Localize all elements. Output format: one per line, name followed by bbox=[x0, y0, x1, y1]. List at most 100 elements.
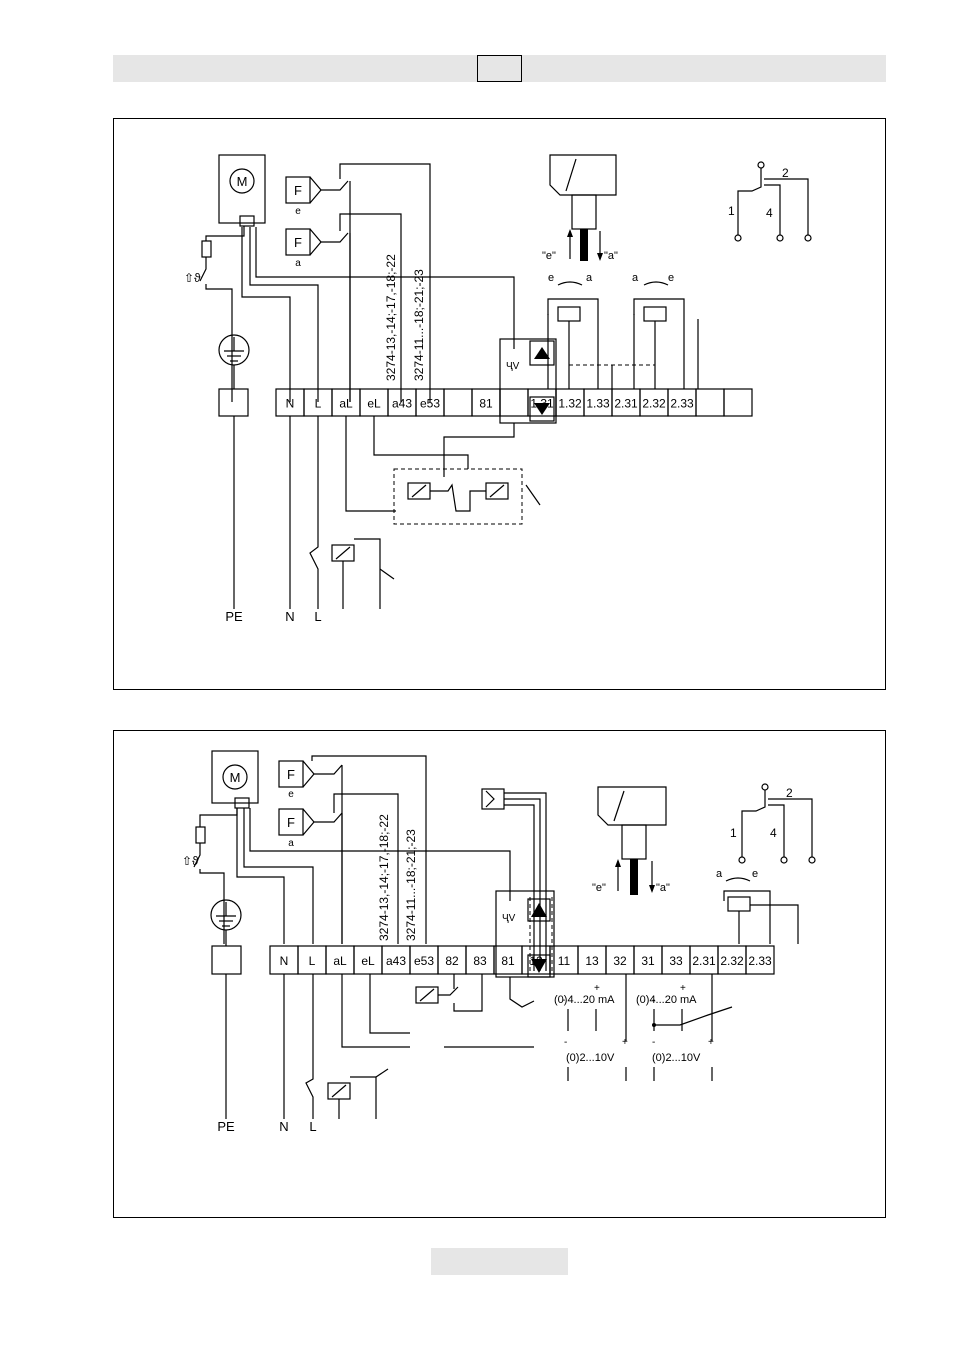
pot2-a-label: a bbox=[632, 272, 639, 284]
wire-81-down bbox=[443, 423, 515, 477]
terminal-label-4: a43 bbox=[386, 954, 406, 968]
contactor-wire bbox=[350, 1076, 377, 1119]
terminal-label-0: N bbox=[286, 397, 295, 411]
sensor-mark bbox=[485, 790, 495, 808]
wire-el-down bbox=[369, 974, 410, 1034]
relay-coil-2-mark bbox=[489, 484, 505, 498]
switch-term-4 bbox=[776, 234, 784, 242]
motor-terminal-box bbox=[234, 797, 250, 809]
terminal-label-11: 1.33 bbox=[586, 397, 610, 411]
control-module-81 bbox=[499, 338, 557, 424]
label-a-quote: "a" bbox=[604, 250, 618, 262]
potentiometer bbox=[727, 896, 751, 912]
actuator-line bbox=[565, 158, 577, 192]
terminal-label-5: e53 bbox=[420, 397, 440, 411]
pot1-frame bbox=[547, 298, 599, 389]
actuator-housing bbox=[549, 154, 617, 196]
wiring-diagram-2: M F e F a 3274-13,-14;-17,-18;-22 3274-1… bbox=[113, 730, 886, 1218]
terminal-label-7: 81 bbox=[479, 397, 493, 411]
label-e-quote: "e" bbox=[542, 250, 556, 262]
pot2-frame bbox=[633, 298, 685, 389]
limit-switch-a bbox=[278, 808, 304, 836]
pot2-arc bbox=[643, 281, 669, 286]
switch-wire-1 bbox=[737, 168, 762, 235]
sig-switch bbox=[654, 1006, 733, 1026]
terminal-label-1: L bbox=[315, 397, 322, 411]
limit-switch-e-label: F bbox=[287, 767, 295, 782]
relay-icon: ҶV bbox=[502, 913, 516, 924]
relay-icon: ҶV bbox=[506, 361, 520, 372]
wire-al-down bbox=[341, 974, 410, 1048]
bottom-label-n: N bbox=[285, 609, 294, 624]
thermal-resistor bbox=[195, 826, 206, 844]
switch-label-2: 2 bbox=[782, 166, 789, 180]
arrow-down-button bbox=[529, 396, 555, 422]
wire-e53 bbox=[311, 755, 427, 944]
relay-83-wire bbox=[453, 974, 483, 1012]
limit-switch-a-cam bbox=[302, 808, 315, 836]
switch-label-2: 2 bbox=[786, 786, 793, 800]
terminal-label-3: eL bbox=[361, 954, 375, 968]
bottom-label-l: L bbox=[314, 609, 321, 624]
switch-label-1: 1 bbox=[728, 204, 735, 218]
terminal-label-6: 82 bbox=[445, 954, 459, 968]
sign-plus-4: + bbox=[708, 1037, 714, 1048]
l-wire-down bbox=[309, 416, 319, 609]
bottom-label-pe: PE bbox=[217, 1119, 235, 1134]
terminal-label-15: 2.31 bbox=[692, 954, 716, 968]
terminal-label-3: eL bbox=[367, 397, 381, 411]
wire-n bbox=[236, 808, 285, 944]
terminal-label-13: 31 bbox=[641, 954, 655, 968]
terminal-label-14: 33 bbox=[669, 954, 683, 968]
switch-label-4: 4 bbox=[770, 826, 777, 840]
wire-l bbox=[243, 808, 314, 944]
contactor-contact bbox=[379, 568, 395, 580]
motor-icon bbox=[222, 764, 248, 790]
wire-81 bbox=[249, 808, 511, 901]
wire-81-down bbox=[509, 977, 535, 1008]
terminal-label-14: 2.33 bbox=[670, 397, 694, 411]
switch-wire-1 bbox=[741, 790, 766, 857]
switch-wire-2 bbox=[768, 798, 813, 857]
page-number-box bbox=[477, 55, 522, 82]
terminal-label-4: a43 bbox=[392, 397, 412, 411]
wire-n bbox=[241, 227, 291, 402]
relay-ext-contact bbox=[525, 484, 541, 506]
switch-label-1: 1 bbox=[730, 826, 737, 840]
limit-switch-a-cam bbox=[309, 228, 322, 256]
switch-knob-icon bbox=[757, 161, 765, 169]
relay-box bbox=[393, 468, 523, 525]
terminal-6 bbox=[443, 388, 473, 417]
thermal-icon: ⇧ϑ bbox=[184, 271, 201, 285]
terminal-16 bbox=[723, 388, 753, 417]
arrow-up-button bbox=[527, 898, 551, 922]
contactor-contact bbox=[375, 1068, 389, 1078]
variant-label-1: 3274-13,-14;-17,-18;-22 bbox=[384, 254, 398, 381]
pot2-e-label: e bbox=[668, 272, 674, 284]
label-a-quote: "a" bbox=[656, 882, 670, 894]
footer-bar bbox=[431, 1248, 568, 1275]
diagram-1-svg: M F e F a 3274-13,-14;-17,-18;-22 3274-1… bbox=[184, 154, 812, 624]
limit-switch-e bbox=[285, 176, 311, 204]
diagram-2-svg: M F e F a 3274-13,-14;-17,-18;-22 3274-1… bbox=[182, 750, 816, 1134]
arrow-a-icon bbox=[649, 885, 655, 893]
wire-l bbox=[249, 227, 319, 402]
wire-a43 bbox=[339, 213, 402, 402]
switch-wire-4 bbox=[764, 184, 781, 235]
terminal-label-1: L bbox=[309, 954, 316, 968]
sign-plus-3: + bbox=[622, 1037, 628, 1048]
terminal-label-0: N bbox=[280, 954, 289, 968]
terminal-8 bbox=[499, 388, 529, 417]
sign-plus-2: + bbox=[680, 983, 686, 994]
wire-81 bbox=[255, 227, 515, 349]
pe-terminal bbox=[211, 945, 242, 975]
sign-minus-1: - bbox=[562, 995, 565, 1006]
limit-switch-a-label: F bbox=[287, 815, 295, 830]
actuator-line bbox=[613, 790, 625, 822]
arrow-up-icon bbox=[531, 903, 547, 917]
variant-label-1: 3274-13,-14;-17,-18;-22 bbox=[377, 814, 391, 941]
potentiometer-1 bbox=[557, 306, 581, 322]
arrow-up-button bbox=[529, 340, 555, 366]
arrow-e-icon bbox=[567, 229, 573, 237]
arrow-down-icon bbox=[534, 403, 550, 415]
